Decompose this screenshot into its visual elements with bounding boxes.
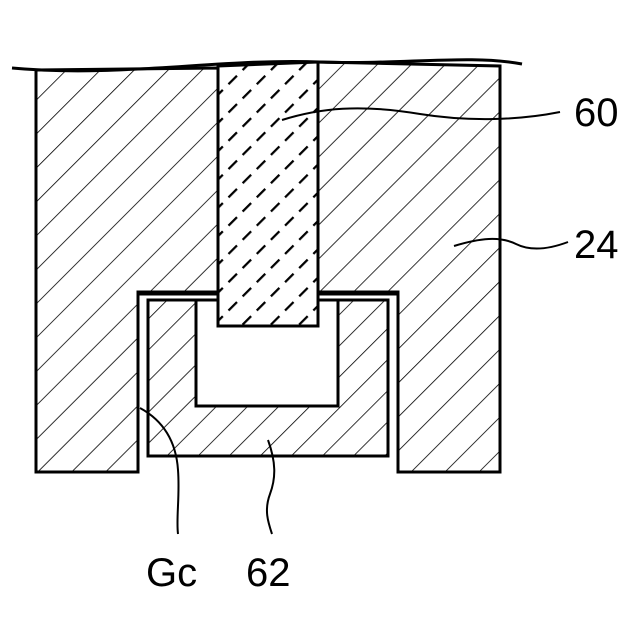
label-gc: Gc xyxy=(146,551,197,595)
label-62: 62 xyxy=(246,551,291,595)
label-60: 60 xyxy=(574,91,619,135)
label-24: 24 xyxy=(574,223,619,267)
insert-60 xyxy=(218,62,318,326)
